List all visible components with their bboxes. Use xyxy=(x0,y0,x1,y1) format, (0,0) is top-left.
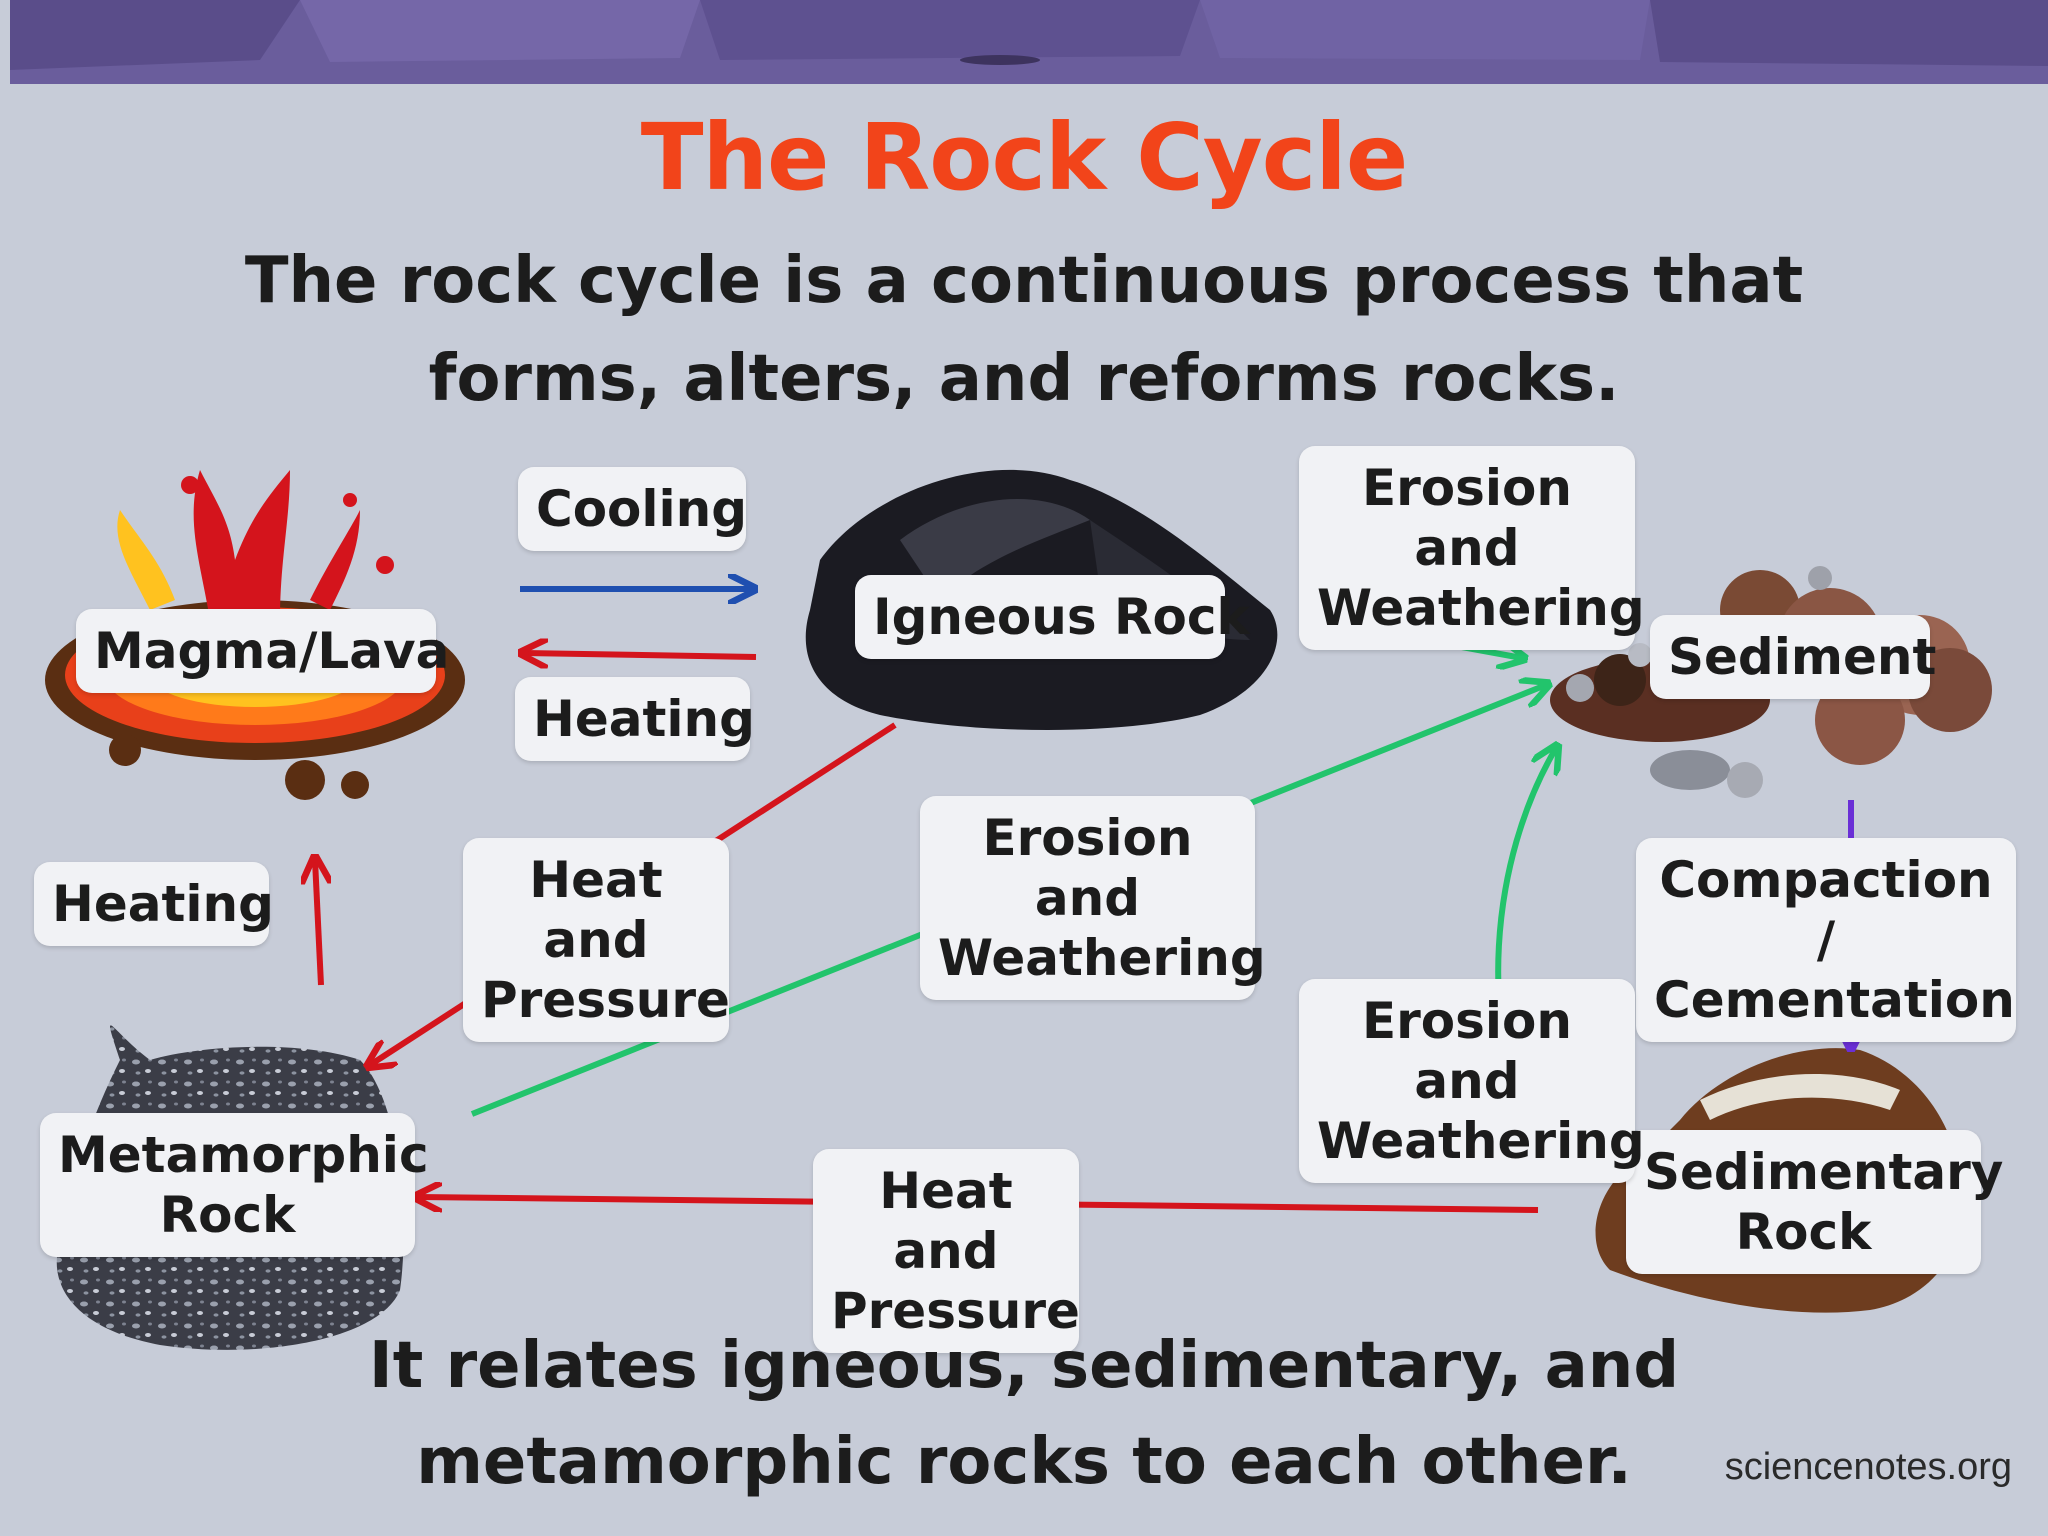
process-label-erosion-top: Erosion and Weathering xyxy=(1299,446,1645,650)
process-label-heat-pressure-mid: Heat and Pressure xyxy=(463,838,730,1042)
node-label-metamorphic: Metamorphic Rock xyxy=(40,1113,429,1257)
process-label-cooling: Cooling xyxy=(518,467,747,551)
diagram-title: The Rock Cycle xyxy=(640,104,1408,211)
heating-arrow-up xyxy=(315,860,321,986)
process-label-heating-top: Heating xyxy=(515,677,755,761)
node-label-magma: Magma/Lava xyxy=(76,609,449,693)
diagram-subtitle: The rock cycle is a continuous process t… xyxy=(244,244,1804,416)
process-label-erosion-right: Erosion and Weathering xyxy=(1299,979,1645,1183)
node-label-sedimentary: Sedimentary Rock xyxy=(1626,1130,2003,1274)
process-label-heat-pressure-bottom: Heat and Pressure xyxy=(813,1149,1080,1353)
source-credit: sciencenotes.org xyxy=(1724,1446,2012,1488)
heating-arrow-to-magma xyxy=(524,653,757,657)
process-label-heating-left: Heating xyxy=(34,862,274,946)
top-banner xyxy=(10,0,2048,84)
node-label-igneous: Igneous Rock xyxy=(855,575,1250,659)
process-label-erosion-mid: Erosion and Weathering xyxy=(920,796,1266,1000)
process-label-compaction: Compaction / Cementation xyxy=(1636,838,2016,1042)
diagram-footer: It relates igneous, sedimentary, and met… xyxy=(368,1329,1680,1499)
node-label-sediment: Sediment xyxy=(1650,615,1936,699)
